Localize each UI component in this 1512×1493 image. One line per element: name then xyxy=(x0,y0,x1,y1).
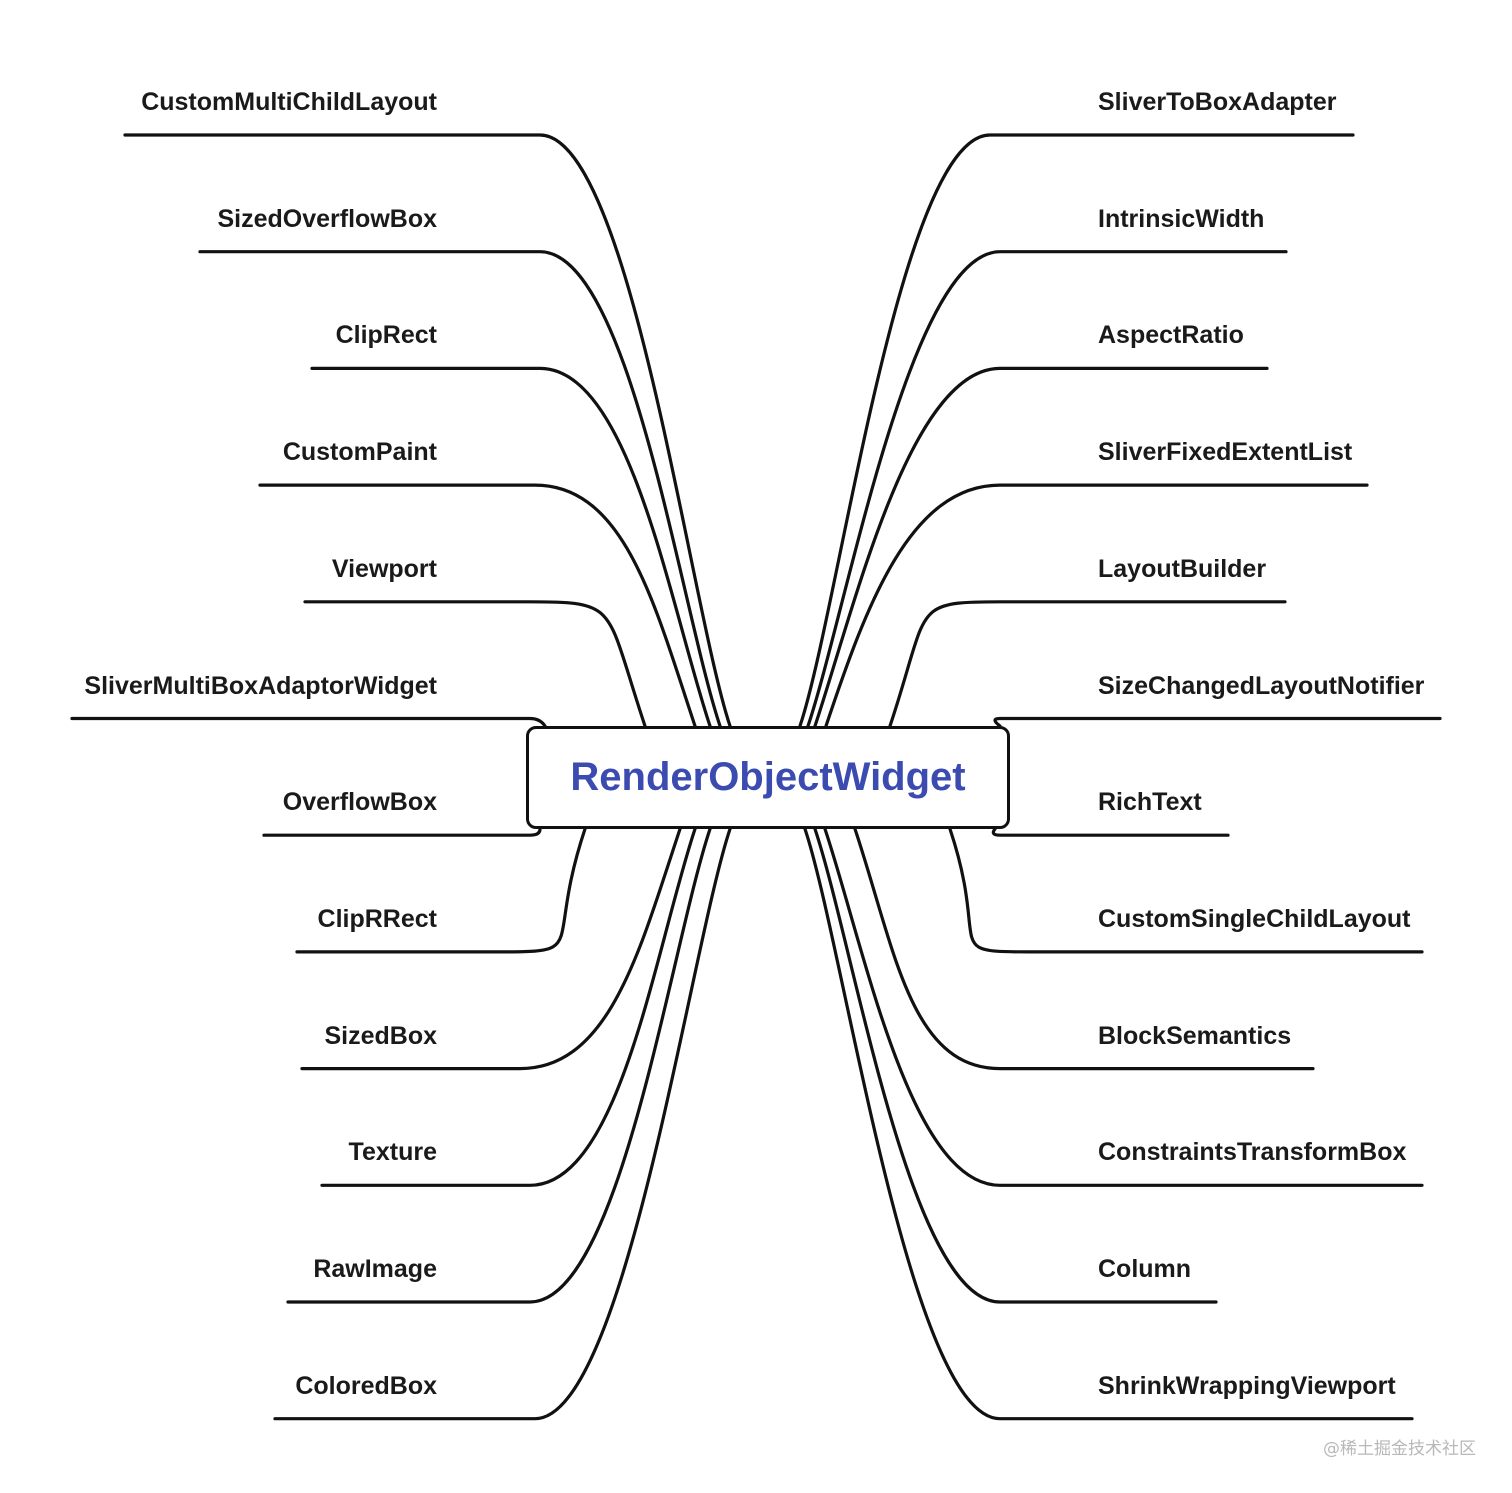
connector-right-1 xyxy=(806,250,1288,728)
connector-right-7 xyxy=(948,827,1424,954)
leaf-label-right: AspectRatio xyxy=(1098,321,1244,350)
connector-left-2 xyxy=(310,366,712,728)
connector-left-7 xyxy=(295,827,587,954)
connector-right-6 xyxy=(991,827,1230,837)
leaf-label-right: LayoutBuilder xyxy=(1098,554,1267,583)
leaf-label-left: OverflowBox xyxy=(282,788,437,817)
leaf-label-left: Viewport xyxy=(331,554,437,583)
connector-left-0 xyxy=(123,133,732,728)
root-node: RenderObjectWidget xyxy=(526,726,1010,829)
connector-right-3 xyxy=(824,483,1369,728)
connector-right-2 xyxy=(813,366,1269,728)
watermark: @稀土掘金技术社区 xyxy=(1323,1439,1476,1459)
leaf-label-left: SizedOverflowBox xyxy=(217,204,438,233)
leaf-label-right: SizeChangedLayoutNotifier xyxy=(1098,671,1425,700)
leaf-label-right: SliverFixedExtentList xyxy=(1098,438,1353,467)
connector-right-9 xyxy=(823,827,1424,1187)
leaf-label-left: ColoredBox xyxy=(295,1371,437,1400)
leaf-label-right: SliverToBoxAdapter xyxy=(1098,88,1337,116)
leaf-label-right: ShrinkWrappingViewport xyxy=(1098,1371,1396,1400)
leaf-label-left: Texture xyxy=(348,1138,437,1167)
connector-left-8 xyxy=(300,827,682,1071)
leaf-label-right: BlockSemantics xyxy=(1098,1021,1292,1050)
leaf-label-left: ClipRect xyxy=(335,321,437,350)
connector-left-1 xyxy=(198,250,722,728)
root-label: RenderObjectWidget xyxy=(570,755,966,799)
connector-right-5 xyxy=(993,716,1442,728)
leaf-label-left: RawImage xyxy=(313,1255,437,1283)
connector-right-0 xyxy=(798,133,1355,728)
leaf-label-left: ClipRRect xyxy=(317,904,437,933)
connector-right-11 xyxy=(803,827,1414,1421)
connector-left-9 xyxy=(320,827,697,1187)
leaf-label-right: CustomSingleChildLayout xyxy=(1098,904,1411,933)
leaf-label-left: CustomPaint xyxy=(282,438,437,467)
connector-left-3 xyxy=(258,483,697,728)
connector-left-5 xyxy=(70,716,547,728)
connector-left-6 xyxy=(262,827,542,837)
connector-right-10 xyxy=(813,827,1218,1304)
connector-right-8 xyxy=(853,827,1315,1071)
connector-left-11 xyxy=(273,827,732,1421)
leaf-label-left: SliverMultiBoxAdaptorWidget xyxy=(84,671,437,700)
leaf-label-right: ConstraintsTransformBox xyxy=(1098,1138,1407,1167)
connector-left-10 xyxy=(286,827,712,1304)
connector-left-4 xyxy=(303,600,647,728)
leaf-label-right: IntrinsicWidth xyxy=(1098,204,1265,233)
leaf-label-right: RichText xyxy=(1098,788,1202,817)
connector-right-4 xyxy=(888,600,1287,728)
leaf-label-left: SizedBox xyxy=(324,1021,437,1050)
leaf-label-right: Column xyxy=(1098,1255,1192,1283)
leaf-label-left: CustomMultiChildLayout xyxy=(141,88,437,116)
